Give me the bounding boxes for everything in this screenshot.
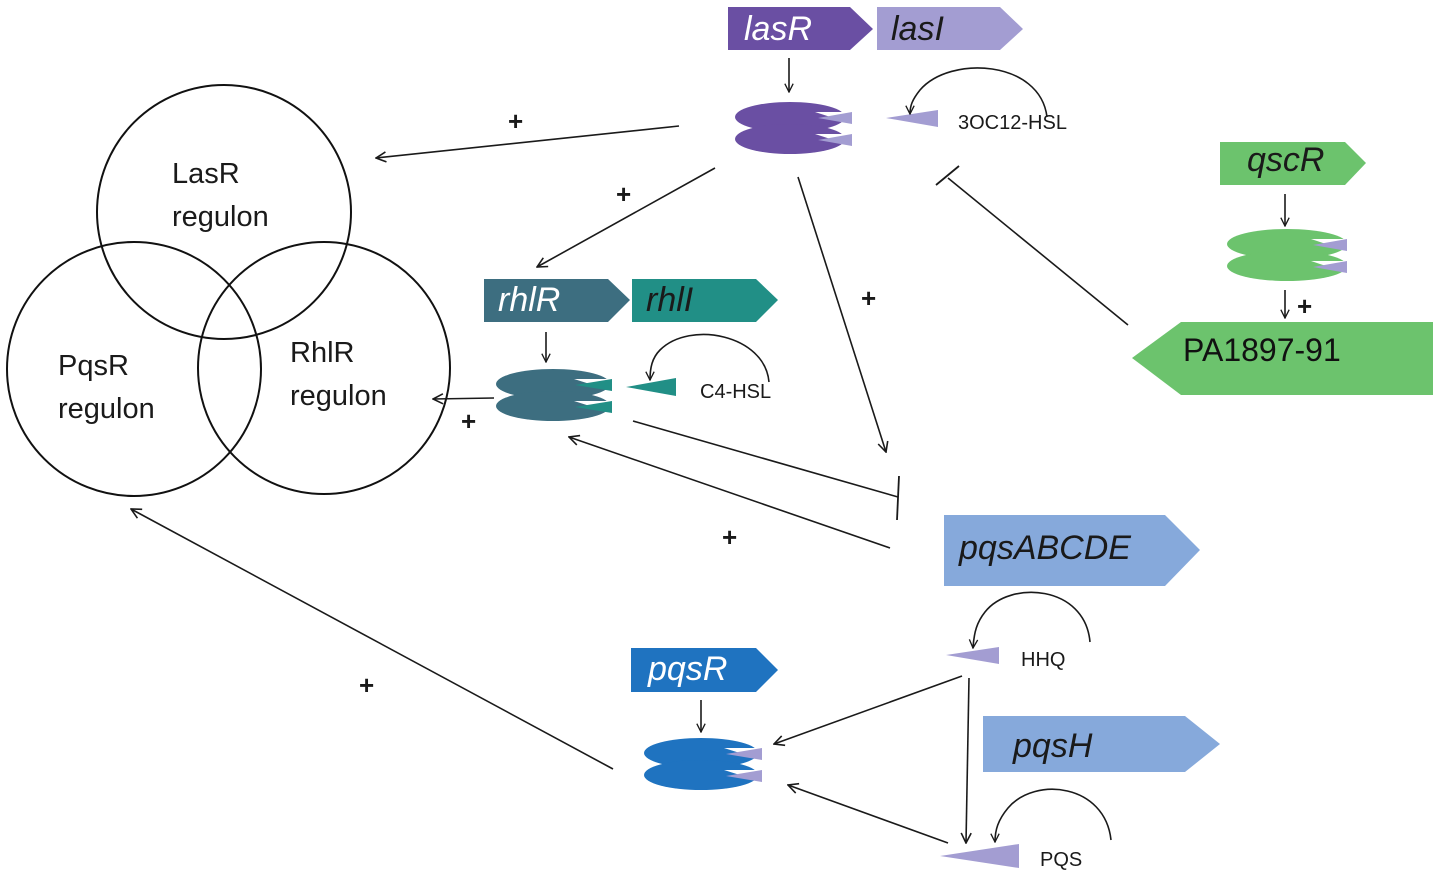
rhli-gene-label: rhlI — [646, 281, 694, 319]
pqsr-protein-dimer — [644, 738, 762, 790]
rhlr-protein-dimer — [496, 369, 612, 421]
hhq-to-pqsr-arrow — [774, 675, 963, 744]
pqs-label: PQS — [1040, 849, 1082, 871]
rhlr-inhibits-pqs-line — [632, 420, 899, 498]
rhlr-regulon-circle — [197, 241, 451, 495]
hhq-to-pqs-arrow — [966, 677, 969, 843]
pa1897-inhibits-3oc12-line — [947, 177, 1129, 326]
lasr-to-lasr-regulon-arrow — [376, 125, 680, 158]
plus-sign-lasr-pqs: + — [861, 283, 876, 313]
plus-sign-qscr: + — [1297, 291, 1312, 321]
pa1897-inhibition-bar — [935, 165, 960, 186]
hhq-synthesis-curve — [973, 591, 1091, 648]
pqsr-regulon-label-1: PqsR — [58, 350, 129, 382]
pqs-synthesis-curve — [995, 788, 1112, 842]
qscr-protein-dimer — [1227, 229, 1347, 281]
lasi-gene-arrow — [877, 7, 1023, 50]
plus-sign-pqsr-regulon: + — [359, 670, 374, 700]
c4-hsl-label: C4-HSL — [700, 381, 771, 403]
lasr-gene-arrow — [728, 7, 873, 50]
lasr-to-pqs-arrow — [797, 176, 886, 452]
rhlr-gene-arrow — [484, 279, 630, 322]
qscr-gene-arrow — [1220, 142, 1366, 185]
pqsh-gene-arrow — [983, 716, 1220, 772]
3oc12-synthesis-curve — [910, 67, 1048, 118]
pqsr-to-pqsr-regulon-arrow — [131, 509, 614, 770]
plus-sign-lasr-rhlr: + — [616, 179, 631, 209]
rhlr-inhibition-bar — [896, 475, 900, 521]
pqsr-regulon-circle — [6, 241, 262, 497]
pa1897-91-gene-label: PA1897-91 — [1183, 332, 1341, 368]
lasr-regulon-label-1: LasR — [172, 158, 240, 190]
lasi-gene-label: lasI — [891, 10, 944, 48]
lasr-gene-label: lasR — [744, 10, 812, 48]
lasr-regulon-circle — [96, 84, 352, 340]
rhlr-regulon-label-2: regulon — [290, 380, 387, 412]
plus-sign-pqs-rhlr: + — [722, 522, 737, 552]
pa1897-91-gene-arrow — [1132, 322, 1433, 395]
pqsr-gene-arrow — [631, 648, 778, 692]
qscr-gene-label: qscR — [1247, 141, 1324, 179]
pqsh-gene-label: pqsH — [1012, 727, 1093, 765]
lasr-to-rhlr-arrow — [537, 167, 716, 267]
c4-hsl-signal — [626, 378, 676, 396]
pqsabcde-gene-label: pqsABCDE — [958, 529, 1131, 567]
hhq-signal — [946, 647, 999, 664]
hhq-label: HHQ — [1021, 649, 1065, 671]
pqsr-gene-label: pqsR — [647, 650, 727, 688]
lasr-regulon-label-2: regulon — [172, 201, 269, 233]
rhlr-regulon-label-1: RhlR — [290, 337, 354, 369]
rhlr-gene-label: rhlR — [498, 281, 560, 319]
lasr-protein-dimer — [735, 102, 852, 154]
3oc12-hsl-label: 3OC12-HSL — [958, 112, 1067, 134]
pqsabcde-gene-arrow — [944, 515, 1200, 586]
pqs-to-pqsr-arrow — [788, 785, 949, 844]
pqs-signal — [940, 844, 1019, 868]
plus-sign-rhlr-regulon: + — [461, 406, 476, 436]
plus-sign-lasr-regulon: + — [508, 106, 523, 136]
3oc12-hsl-signal — [886, 110, 938, 127]
pqsr-regulon-label-2: regulon — [58, 393, 155, 425]
c4-synthesis-curve — [650, 333, 770, 383]
rhli-gene-arrow — [632, 279, 778, 322]
pqs-to-rhlr-arrow — [569, 437, 891, 549]
rhlr-to-rhlr-regulon-arrow — [433, 398, 495, 399]
